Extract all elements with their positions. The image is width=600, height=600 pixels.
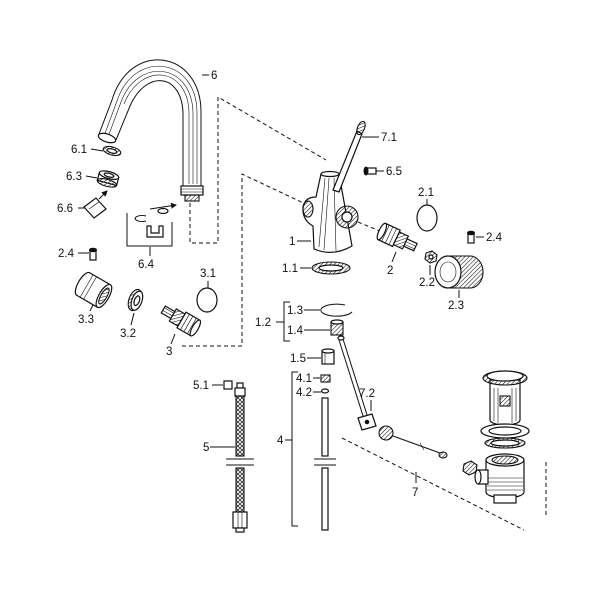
callout-6: 6 [202, 70, 217, 82]
disc-part-3-1 [196, 287, 218, 313]
callout-2-3: 2.3 [448, 290, 464, 312]
callout-6-5: 6.5 [376, 166, 402, 178]
callout-label: 4.1 [296, 373, 312, 385]
washer-part-1-1 [311, 261, 351, 275]
callout-label: 6 [211, 70, 217, 82]
callout-3: 3 [166, 333, 176, 358]
cap-part-3-3 [74, 271, 113, 309]
nut-part-3-2 [127, 288, 144, 312]
callout-label: 1.5 [290, 353, 306, 365]
callout-label: 3 [166, 346, 172, 358]
callout-label: 3.1 [200, 268, 216, 280]
disc-part-2-1 [416, 204, 438, 232]
rod-part-4 [291, 371, 336, 531]
callout-7-2: 7.2 [359, 388, 375, 411]
lever-part-7-1 [332, 120, 366, 193]
callout-7-1: 7.1 [362, 132, 397, 144]
callout-label: 2 [387, 265, 393, 277]
callout-6-6: 6.6 [57, 203, 85, 215]
callout-1-1: 1.1 [282, 263, 311, 275]
callout-label: 6.5 [386, 166, 402, 178]
callout-6-3: 6.3 [66, 171, 98, 183]
callout-2-2: 2.2 [419, 265, 435, 289]
callout-label: 1 [289, 236, 295, 248]
callout-2: 2 [387, 251, 397, 277]
callout-6-1: 6.1 [71, 144, 104, 156]
nut-part-6-3 [96, 170, 120, 188]
callout-label: 5 [203, 442, 209, 454]
spout-part [97, 59, 204, 202]
callout-label: 2.3 [448, 300, 464, 312]
ring-part-6-1 [102, 145, 122, 157]
callout-label: 3.3 [78, 314, 94, 326]
callout-3-1: 3.1 [200, 268, 216, 288]
callout-4-1: 4.1 [296, 373, 320, 385]
callout-1-3: 1.3 [287, 305, 320, 317]
callout-2-4-right: 2.4 [476, 232, 503, 244]
fitting-part-5-1 [223, 380, 233, 390]
callout-3-3: 3.3 [78, 304, 94, 326]
callout-1: 1 [289, 236, 311, 248]
callout-label: 2.4 [58, 248, 75, 260]
callout-label: 5.1 [193, 380, 209, 392]
callout-label: 6.3 [66, 171, 82, 183]
callout-label: 2.4 [486, 232, 503, 244]
callout-5-1: 5.1 [193, 380, 223, 392]
callout-label: 1.4 [287, 325, 304, 337]
callout-label: 1.1 [282, 263, 298, 275]
callout-label: 4 [277, 435, 284, 447]
callout-label: 7.2 [359, 388, 375, 400]
callout-label: 6.4 [138, 259, 155, 271]
callout-label: 1.2 [255, 317, 271, 329]
callout-label: 6.1 [71, 144, 87, 156]
callout-label: 3.2 [120, 328, 136, 340]
callout-label: 2.1 [418, 187, 434, 199]
callout-6-4: 6.4 [138, 247, 155, 271]
callout-label: 7.1 [381, 132, 397, 144]
clip-part-1-3 [320, 303, 353, 317]
sleeve-part-1-5 [321, 348, 335, 365]
callout-label: 4.2 [296, 387, 312, 399]
callout-1-4: 1.4 [287, 325, 330, 337]
cartridge-part-3 [160, 305, 202, 337]
screw-part-6-5 [363, 166, 377, 176]
assembly-guide-lines [182, 96, 547, 531]
callout-label: 7 [412, 487, 418, 499]
screw-part-2-4-right [467, 230, 475, 244]
callout-label: 6.6 [57, 203, 73, 215]
callout-7: 7 [412, 472, 418, 499]
mixer-body-part [302, 170, 359, 253]
callout-label: 2.2 [419, 277, 435, 289]
drain-part-7 [474, 370, 530, 504]
cartridge-part-2 [376, 222, 418, 252]
callout-label: 1.3 [287, 305, 303, 317]
callout-1-2: 1.2 [255, 317, 284, 329]
callout-1-5: 1.5 [290, 353, 321, 365]
sleeve-part-1-4 [330, 319, 344, 336]
lift-rod-part-7 [337, 335, 478, 476]
callout-3-2: 3.2 [120, 312, 136, 340]
clip-set-part-6-4 [126, 202, 177, 247]
screw-part-2-4-left [89, 247, 97, 261]
knob-part-2-3 [434, 255, 484, 289]
callout-4-2: 4.2 [296, 387, 321, 399]
nut-part-2-2 [424, 250, 438, 264]
callout-2-4-left: 2.4 [58, 248, 89, 260]
callout-2-1: 2.1 [418, 187, 434, 205]
callout-4: 4 [277, 435, 292, 447]
hose-part-5 [226, 382, 254, 533]
callout-5: 5 [203, 442, 235, 454]
insert-part-6-6 [83, 190, 108, 219]
